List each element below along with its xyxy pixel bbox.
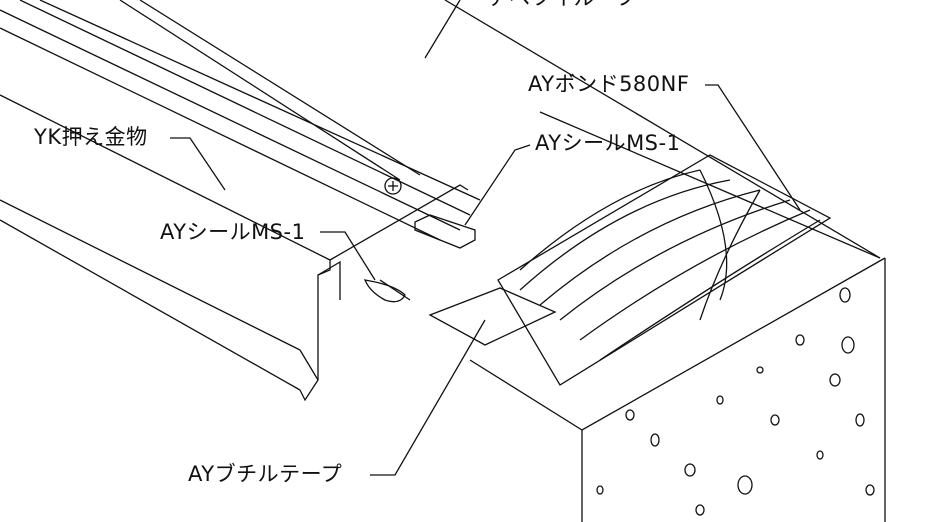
leader-lines: [170, 0, 801, 476]
label-seal-upper: AYシールMS-1: [535, 131, 681, 155]
butyl-tape: [428, 287, 557, 346]
roof-sheet: [0, 0, 881, 259]
label-butyl-tape: AYブチルテープ: [188, 462, 343, 486]
label-bond: AYボンド580NF: [528, 72, 690, 96]
sealant-bead: [363, 279, 406, 303]
label-seal-lower: AYシールMS-1: [160, 220, 306, 244]
holder-metal: [0, 94, 469, 402]
label-holder: YK押え金物: [34, 125, 148, 149]
concrete-block: [469, 257, 886, 522]
label-roofing: アベツイルーフ: [488, 0, 637, 9]
screw-icon: [384, 177, 402, 195]
sealant-bar: [414, 214, 476, 249]
wood-board: [497, 154, 832, 386]
